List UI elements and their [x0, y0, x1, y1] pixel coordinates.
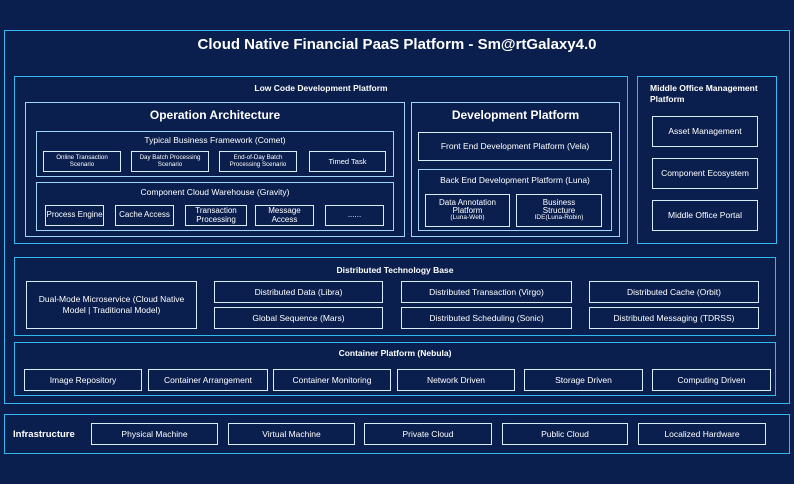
container-storage-driven: Storage Driven [524, 369, 643, 391]
operation-title: Operation Architecture [149, 108, 281, 122]
container-computing-driven: Computing Driven [652, 369, 771, 391]
warehouse-item-process-engine: Process Engine [45, 205, 104, 226]
low-code-label: Low Code Development Platform [254, 83, 388, 93]
container-network-driven: Network Driven [397, 369, 515, 391]
distributed-data: Distributed Data (Libra) [214, 281, 383, 303]
low-code-platform [14, 76, 628, 244]
container-image-repository: Image Repository [24, 369, 142, 391]
development-platform [411, 102, 620, 237]
business-framework [36, 131, 394, 177]
data-annotation-sub: (Luna-Web) [450, 214, 485, 222]
business-structure-name: Business Structure [542, 197, 576, 216]
infra-localized-hardware: Localized Hardware [638, 423, 766, 445]
development-title: Development Platform [451, 108, 580, 122]
global-sequence: Global Sequence (Mars) [214, 307, 383, 329]
container-arrangement: Container Arrangement [148, 369, 268, 391]
distributed-messaging: Distributed Messaging (TDRSS) [589, 307, 759, 329]
warehouse-item-more: ...... [325, 205, 384, 226]
framework-item-timed-task: Timed Task [309, 151, 386, 172]
container-platform [14, 342, 776, 396]
infra-private-cloud: Private Cloud [364, 423, 492, 445]
infrastructure-layer [4, 414, 790, 454]
dual-mode-microservice: Dual-Mode Microservice (Cloud Native Mod… [26, 281, 197, 329]
infra-physical-machine: Physical Machine [91, 423, 218, 445]
framework-item-online-transaction: Online Transaction Scenario [43, 151, 121, 172]
platform-frame [4, 30, 790, 404]
middle-office-asset-management: Asset Management [652, 116, 758, 147]
infrastructure-title: Infrastructure [13, 429, 75, 440]
platform-title: Cloud Native Financial PaaS Platform - S… [197, 36, 597, 53]
distributed-cache: Distributed Cache (Orbit) [589, 281, 759, 303]
component-warehouse-title: Component Cloud Warehouse (Gravity) [140, 187, 290, 197]
middle-office-platform [637, 76, 777, 244]
frontend-platform: Front End Development Platform (Vela) [418, 132, 612, 161]
data-annotation-platform: Data Annotation Platform (Luna-Web) [425, 194, 510, 227]
container-title: Container Platform (Nebula) [338, 348, 452, 358]
component-warehouse [36, 182, 394, 231]
framework-item-day-batch: Day Batch Processing Scenario [131, 151, 209, 172]
middle-office-title: Middle Office Management Platform [650, 83, 758, 105]
business-framework-title: Typical Business Framework (Comet) [144, 135, 286, 145]
backend-platform [418, 169, 612, 231]
warehouse-item-transaction-processing: Transaction Processing [185, 205, 247, 226]
container-monitoring: Container Monitoring [273, 369, 391, 391]
data-annotation-name: Data Annotation Platform [439, 197, 496, 216]
distributed-scheduling: Distributed Scheduling (Sonic) [401, 307, 572, 329]
warehouse-item-cache-access: Cache Access [115, 205, 174, 226]
backend-title: Back End Development Platform (Luna) [440, 175, 590, 185]
business-structure-sub: IDE(Luna-Robin) [534, 214, 584, 222]
framework-item-end-of-day-batch: End-of-Day Batch Processing Scenario [219, 151, 297, 172]
warehouse-item-message-access: Message Access [255, 205, 314, 226]
middle-office-component-ecosystem: Component Ecosystem [652, 158, 758, 189]
infra-virtual-machine: Virtual Machine [228, 423, 355, 445]
middle-office-portal: Middle Office Portal [652, 200, 758, 231]
operation-architecture [25, 102, 405, 237]
business-structure-ide: Business Structure IDE(Luna-Robin) [516, 194, 602, 227]
distributed-transaction: Distributed Transaction (Virgo) [401, 281, 572, 303]
distributed-technology-base [14, 257, 776, 336]
infra-public-cloud: Public Cloud [502, 423, 628, 445]
distributed-title: Distributed Technology Base [336, 265, 454, 275]
